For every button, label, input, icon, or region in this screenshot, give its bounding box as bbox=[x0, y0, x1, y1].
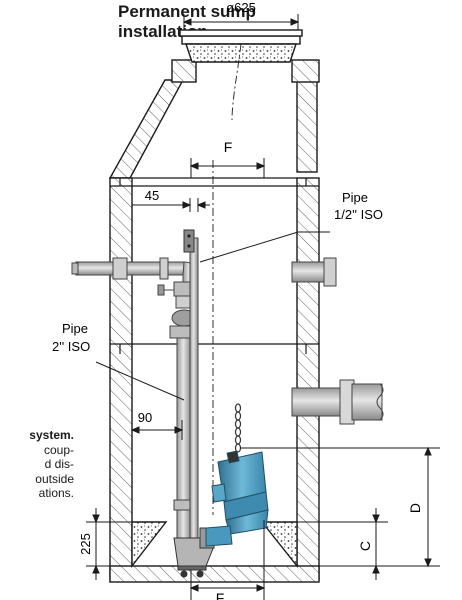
chamber-floor bbox=[109, 565, 320, 583]
pipe-two-label-2: 2'' ISO bbox=[52, 339, 90, 354]
side-description-line-1: coup- bbox=[43, 442, 74, 457]
upper-wall-left-cone bbox=[108, 79, 185, 179]
cover-frame-left bbox=[171, 59, 197, 83]
ring-joints bbox=[110, 177, 319, 354]
dim-45 bbox=[132, 198, 210, 212]
submersible-pump bbox=[205, 450, 269, 547]
dim-c-label: C bbox=[357, 541, 373, 551]
benching-right bbox=[260, 521, 298, 569]
f-top-dimension bbox=[189, 158, 266, 178]
dim-45-label: 45 bbox=[145, 188, 159, 203]
lifting-chain bbox=[234, 403, 242, 453]
dim-225 bbox=[86, 508, 132, 580]
f-bottom-dimension bbox=[189, 520, 266, 600]
side-description-line-2: d dis- bbox=[44, 457, 74, 471]
dim-225-label: 225 bbox=[78, 533, 93, 555]
sump-walls bbox=[108, 59, 320, 583]
dim-90 bbox=[130, 420, 184, 440]
pipe-two-label-1: Pipe bbox=[62, 321, 88, 336]
pipe-half-label-2: 1/2'' ISO bbox=[334, 207, 383, 222]
guide-pipe bbox=[189, 237, 199, 539]
guide-pipe-bracket bbox=[183, 229, 195, 253]
discharge-pipe-horizontal bbox=[71, 257, 197, 283]
cover-axis bbox=[231, 43, 242, 121]
auto-coupling-base bbox=[173, 527, 215, 578]
cover-frame-right bbox=[291, 59, 320, 83]
upper-wall-right bbox=[296, 77, 318, 173]
pipe-half-label-1: Pipe bbox=[342, 190, 368, 205]
label-leaders bbox=[95, 231, 330, 401]
dim-d bbox=[240, 446, 440, 568]
side-description-line-4: ations. bbox=[38, 486, 74, 500]
title-line-1: Permanent sump bbox=[118, 2, 256, 21]
wall-pipe-upper bbox=[291, 257, 337, 287]
f-bottom-label: F bbox=[216, 590, 225, 600]
dim-c bbox=[268, 508, 388, 580]
inlet-pipe bbox=[291, 379, 384, 425]
side-description: system. coup- d dis- outside ations. bbox=[0, 428, 74, 501]
dim-90-label: 90 bbox=[138, 410, 152, 425]
diameter-dimension bbox=[182, 14, 300, 30]
benching-left bbox=[131, 521, 168, 569]
dim-d-label: D bbox=[407, 503, 423, 513]
side-description-line-3: outside bbox=[35, 471, 74, 486]
side-description-title: system. bbox=[29, 428, 74, 442]
chamber-wall-left bbox=[109, 177, 133, 581]
f-top-label: F bbox=[224, 139, 233, 155]
diameter-label: ø625 bbox=[226, 0, 256, 15]
chamber-wall-right bbox=[296, 177, 320, 581]
